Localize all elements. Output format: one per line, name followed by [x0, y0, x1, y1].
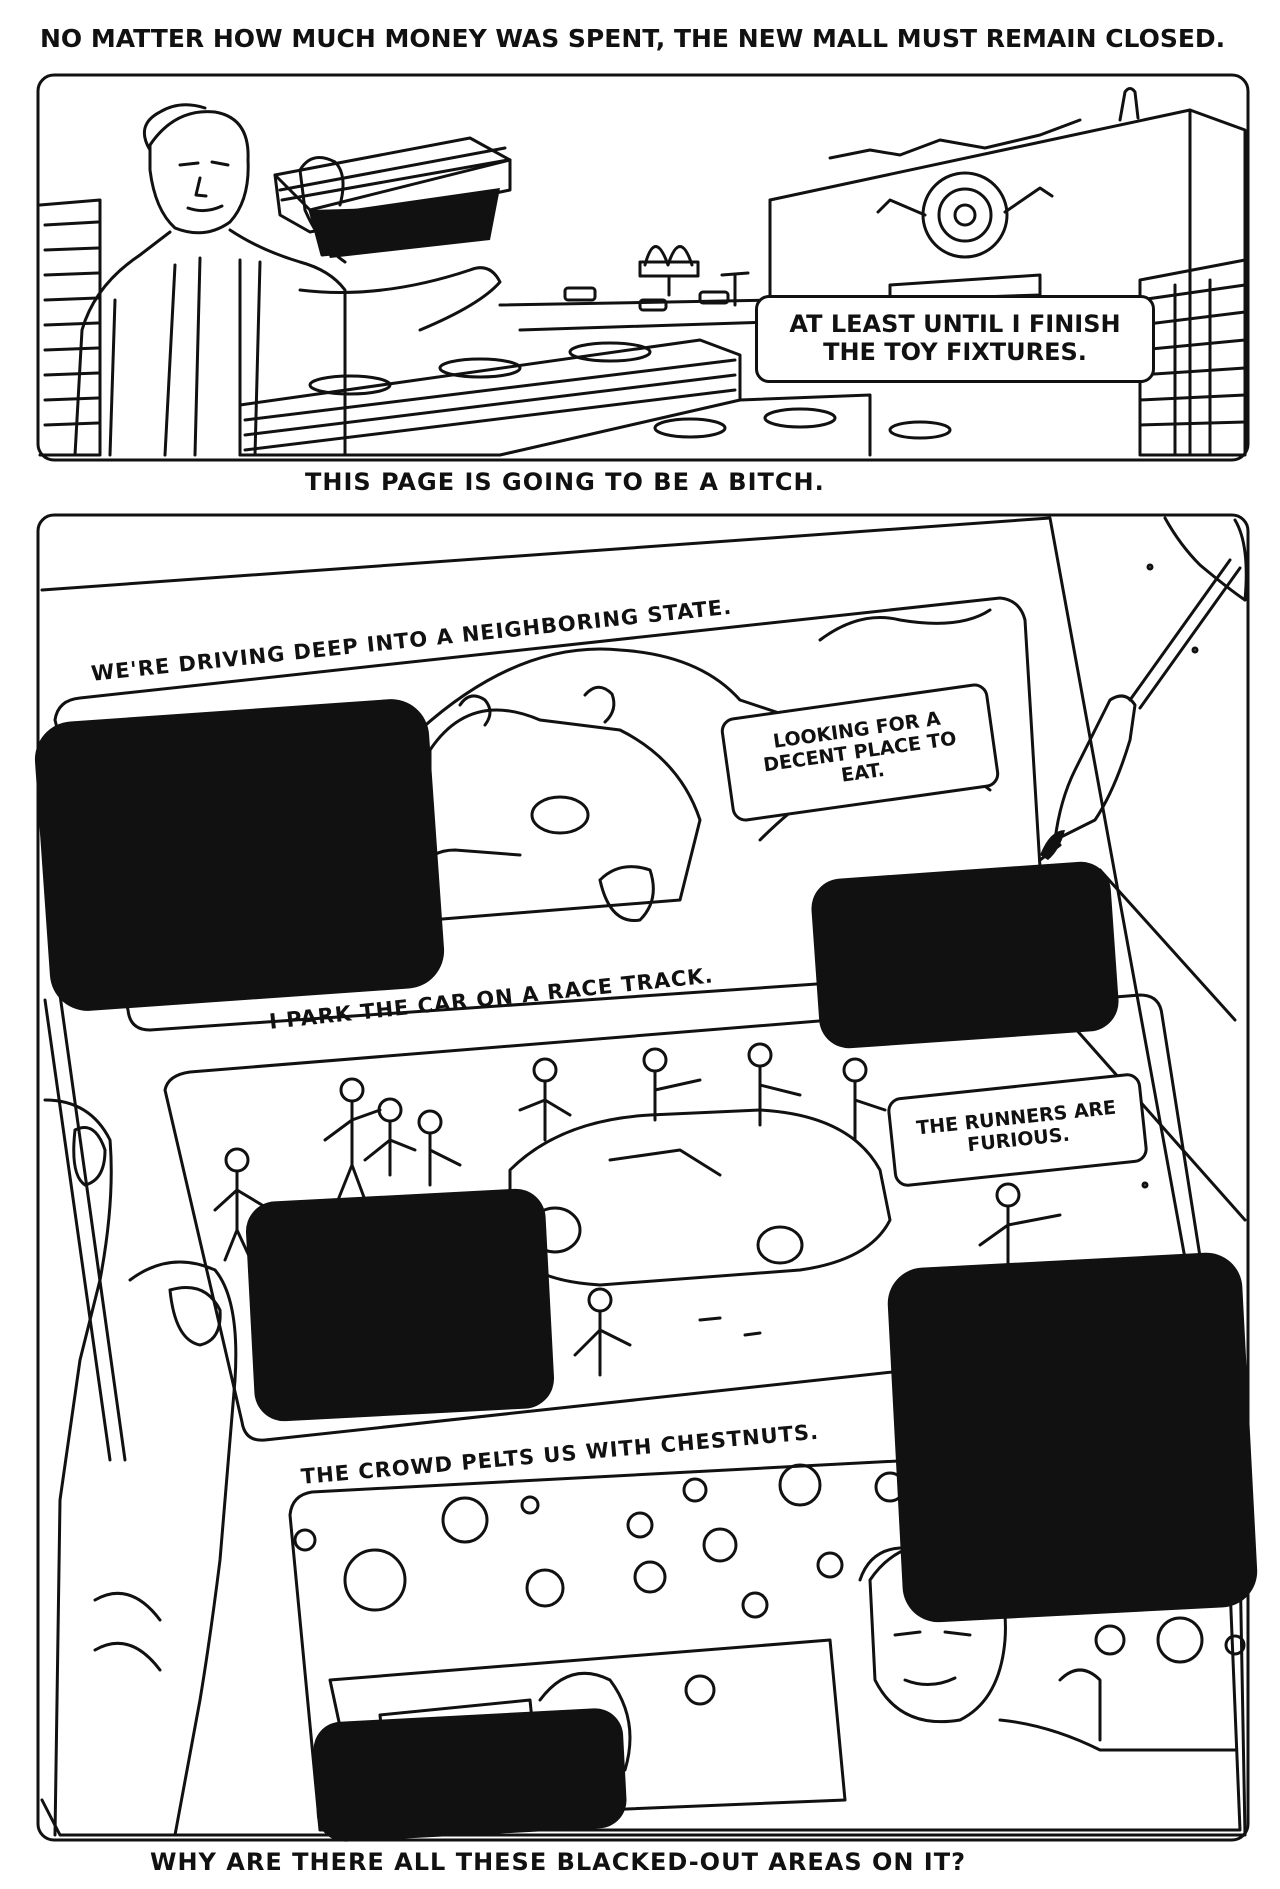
brick-wall [1138, 258, 1247, 457]
arches-sign [638, 245, 750, 307]
held-page-outline [40, 516, 1247, 1837]
panel-2-border [36, 513, 1250, 1842]
bottom-caption: Why are there all these blacked-out area… [150, 1848, 967, 1876]
top-caption: No matter how much money was spent, the … [40, 24, 1226, 53]
fixture-underside [312, 188, 500, 258]
chestnuts [293, 1463, 1246, 1706]
blackout-2 [811, 861, 1119, 1049]
left-thumb [43, 993, 238, 1837]
blackout-3 [245, 1188, 555, 1422]
blackout-1 [34, 699, 445, 1011]
paintbrush-hand [1038, 516, 1248, 1222]
blacked-out-areas [34, 188, 1258, 1842]
skyscraper-left [38, 198, 102, 457]
man-figure [73, 103, 502, 457]
panel1-speech-balloon: At least until I finish the toy fixtures… [755, 295, 1155, 383]
lower-toy-block [238, 338, 742, 457]
brush-tip [1040, 830, 1065, 860]
middle-caption: This page is going to be a bitch. [305, 468, 825, 496]
blackout-5 [313, 1708, 627, 1842]
blackout-4 [887, 1252, 1258, 1623]
highway-background [498, 286, 782, 332]
panel-1-border [36, 73, 1250, 462]
foreground-toy-studs [653, 393, 952, 457]
